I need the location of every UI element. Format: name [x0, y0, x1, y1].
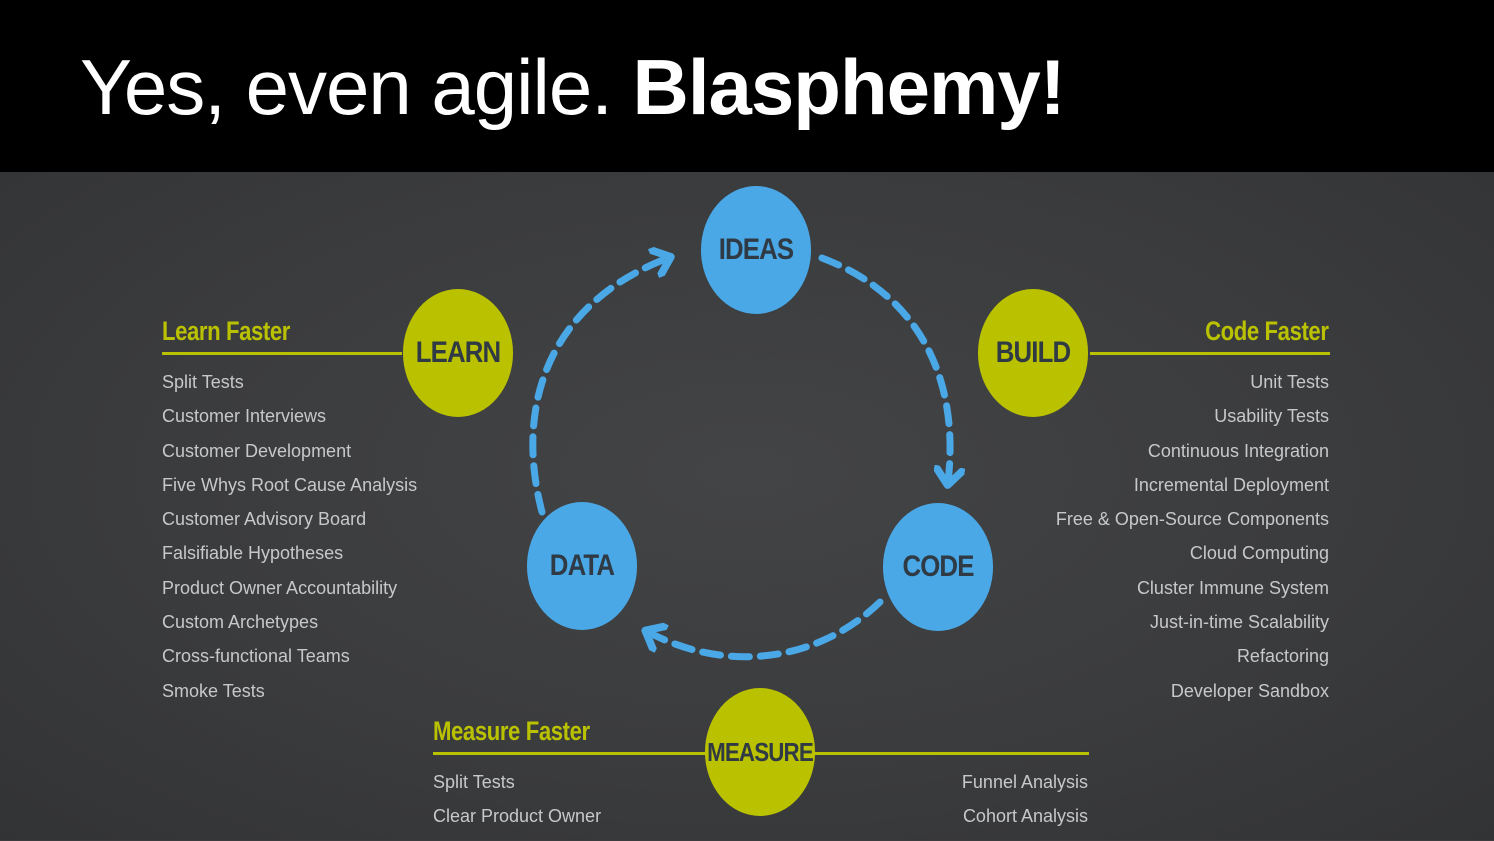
- learn-label: LEARN: [415, 336, 501, 369]
- title-bold: Blasphemy!: [632, 43, 1066, 131]
- build-circle: BUILD: [977, 289, 1089, 417]
- list-item: Funnel Analysis: [961, 772, 1088, 792]
- ideas-circle: IDEAS: [700, 186, 812, 314]
- code-circle: CODE: [882, 503, 994, 631]
- list-item: Customer Advisory Board: [162, 509, 367, 530]
- measure-faster-left-list: Split Tests Clear Product Owner: [433, 772, 601, 841]
- code-faster-line: [1090, 352, 1330, 355]
- ideas-label: IDEAS: [718, 233, 794, 266]
- list-item: Just-in-time Scalability: [1149, 612, 1329, 633]
- list-item: Cloud Computing: [1189, 543, 1329, 564]
- code-label: CODE: [902, 550, 974, 583]
- measure-faster-title: Measure Faster: [433, 716, 590, 746]
- arrow-ideas-to-code: [818, 254, 950, 482]
- list-item: Refactoring: [1236, 646, 1329, 667]
- list-item: Split Tests: [433, 772, 515, 792]
- list-item: Cluster Immune System: [1136, 577, 1329, 598]
- learn-faster-list: Split Tests Customer Interviews Customer…: [162, 372, 417, 715]
- list-item: Incremental Deployment: [1133, 474, 1329, 495]
- code-faster-list: Unit Tests Usability Tests Continuous In…: [1056, 372, 1329, 715]
- arrow-code-to-data: [648, 598, 884, 661]
- data-circle: DATA: [526, 502, 638, 630]
- list-item: Free & Open-Source Components: [1055, 509, 1329, 530]
- slide-title: Yes, even agile. Blasphemy!: [80, 48, 1066, 126]
- list-item: Product Owner Accountability: [162, 577, 398, 598]
- list-item: Split Tests: [162, 372, 244, 392]
- list-item: Customer Interviews: [162, 406, 327, 427]
- list-item: Smoke Tests: [162, 680, 265, 701]
- title-light: Yes, even agile.: [80, 43, 613, 131]
- build-label: BUILD: [995, 336, 1071, 369]
- list-item: Five Whys Root Cause Analysis: [162, 474, 418, 495]
- list-item: Clear Product Owner: [433, 806, 602, 827]
- measure-faster-right-list: Funnel Analysis Cohort Analysis: [962, 772, 1088, 841]
- list-item: Continuous Integration: [1147, 440, 1329, 461]
- learn-faster-title: Learn Faster: [162, 316, 290, 346]
- list-item: Custom Archetypes: [162, 612, 319, 633]
- measure-label: MEASURE: [707, 736, 814, 767]
- code-faster-title: Code Faster: [1205, 316, 1330, 346]
- learn-circle: LEARN: [402, 289, 514, 417]
- list-item: Customer Development: [162, 440, 352, 461]
- list-item: Unit Tests: [1250, 372, 1329, 392]
- list-item: Developer Sandbox: [1170, 680, 1329, 701]
- data-label: DATA: [549, 549, 615, 582]
- learn-faster-line: [162, 352, 402, 355]
- list-item: Cross-functional Teams: [162, 646, 350, 667]
- list-item: Falsifiable Hypotheses: [162, 543, 344, 564]
- list-item: Usability Tests: [1214, 406, 1329, 427]
- arrow-data-to-ideas: [529, 258, 668, 516]
- list-item: Cohort Analysis: [962, 806, 1088, 827]
- measure-circle: MEASURE: [704, 688, 816, 816]
- header-bar: Yes, even agile. Blasphemy!: [0, 0, 1494, 172]
